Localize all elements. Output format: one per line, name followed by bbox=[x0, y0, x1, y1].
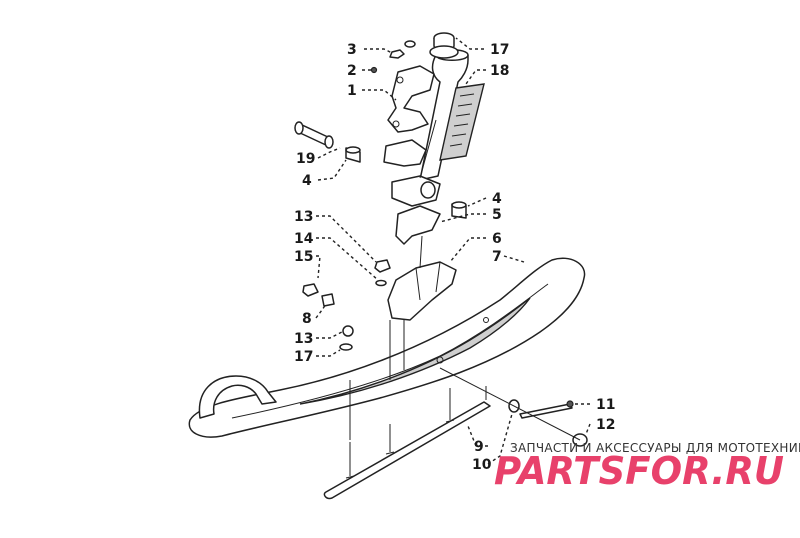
callout-13-top: 13 bbox=[294, 209, 313, 225]
pin-and-bushings bbox=[294, 121, 467, 219]
callout-16: 17 bbox=[294, 349, 313, 365]
callout-8: 8 bbox=[302, 311, 312, 327]
callout-1: 1 bbox=[347, 83, 357, 99]
watermark-subtitle: ЗАПЧАСТИ И АКСЕССУАРЫ ДЛЯ МОТОТЕХНИКИ bbox=[510, 441, 800, 455]
callout-7: 7 bbox=[492, 249, 502, 265]
mounting-hardware bbox=[302, 259, 391, 351]
callout-4-left: 4 bbox=[302, 173, 312, 189]
watermark-logo: PARTSFOR.RU bbox=[494, 449, 784, 493]
callout-9: 9 bbox=[474, 439, 484, 455]
decal-part bbox=[439, 83, 485, 161]
callout-14: 14 bbox=[294, 231, 314, 247]
leader-lines bbox=[315, 37, 591, 465]
top-hardware bbox=[370, 40, 416, 74]
bracket-part bbox=[395, 205, 441, 245]
watermark: ЗАПЧАСТИ И АКСЕССУАРЫ ДЛЯ МОТОТЕХНИКИ PA… bbox=[494, 441, 800, 493]
callout-12: 12 bbox=[596, 417, 615, 433]
callout-5: 5 bbox=[492, 207, 502, 223]
callout-18: 18 bbox=[490, 63, 509, 79]
callout-15: 15 bbox=[294, 249, 313, 265]
callout-2: 2 bbox=[347, 63, 357, 79]
assembly-axes bbox=[349, 119, 581, 441]
callout-labels: 3 2 1 17 18 19 4 4 5 6 7 13 14 15 8 13 1… bbox=[294, 42, 615, 473]
saddle-bracket bbox=[387, 261, 457, 321]
callout-13-bottom: 13 bbox=[294, 331, 313, 347]
callout-6: 6 bbox=[492, 231, 502, 247]
clamp-block bbox=[391, 175, 441, 207]
callout-3: 3 bbox=[347, 42, 357, 58]
callout-4-right: 4 bbox=[492, 191, 502, 207]
ski-part bbox=[188, 257, 586, 438]
cap-bolt-part bbox=[429, 32, 459, 59]
wear-bar bbox=[323, 386, 491, 500]
callout-11: 11 bbox=[596, 397, 615, 413]
callout-19: 19 bbox=[296, 151, 315, 167]
callout-10: 10 bbox=[472, 457, 492, 473]
callout-17: 17 bbox=[490, 42, 509, 58]
